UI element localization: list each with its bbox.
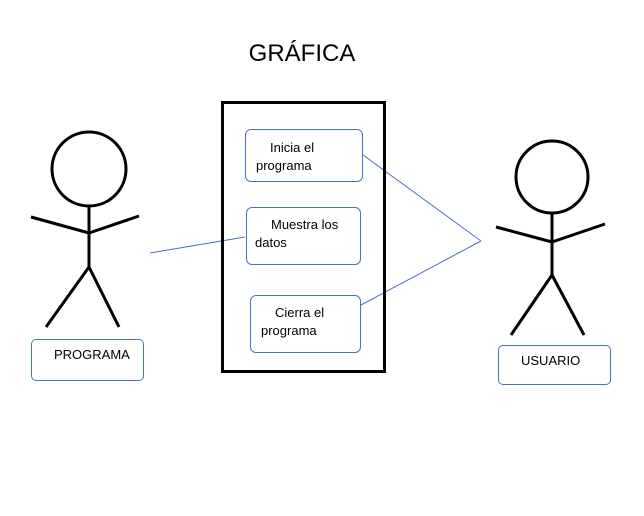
system-boundary xyxy=(221,101,386,373)
usecase-label-line2: programa xyxy=(256,158,312,173)
actor-usuario-leg-left xyxy=(509,274,554,336)
usecase-inicia-programa[interactable]: Inicia el programa xyxy=(245,129,363,182)
usecase-label-line2: programa xyxy=(261,323,317,338)
actor-label-usuario[interactable]: USUARIO xyxy=(498,345,611,385)
actor-usuario-leg-right xyxy=(550,274,586,336)
actor-usuario-figure xyxy=(495,139,606,336)
actor-usuario-arms xyxy=(495,225,553,244)
diagram-title: GRÁFICA xyxy=(248,40,356,67)
usecase-label-line1: Cierra el xyxy=(275,305,325,320)
connector-inicia-usuario xyxy=(362,154,482,242)
connector-programa-muestra xyxy=(149,236,246,254)
actor-label-programa[interactable]: PROGRAMA xyxy=(31,339,144,381)
actor-programa-leg-left xyxy=(44,266,91,328)
actor-programa-leg-right xyxy=(87,266,121,328)
connector-cierra-usuario xyxy=(360,240,482,306)
actor-programa-arms xyxy=(30,215,90,235)
actor-usuario-head xyxy=(514,139,590,215)
usecase-label-line2: datos xyxy=(255,235,287,250)
usecase-muestra-datos[interactable]: Muestra los datos xyxy=(246,207,361,265)
actor-programa-figure xyxy=(30,130,140,328)
actor-usuario-arms xyxy=(551,222,606,244)
usecase-label-line1: Muestra los xyxy=(271,217,339,232)
usecase-label-line1: Inicia el xyxy=(270,140,315,155)
usecase-cierra-programa[interactable]: Cierra el programa xyxy=(250,295,361,353)
actor-programa-arms xyxy=(88,214,140,235)
actor-programa-head xyxy=(50,130,128,208)
